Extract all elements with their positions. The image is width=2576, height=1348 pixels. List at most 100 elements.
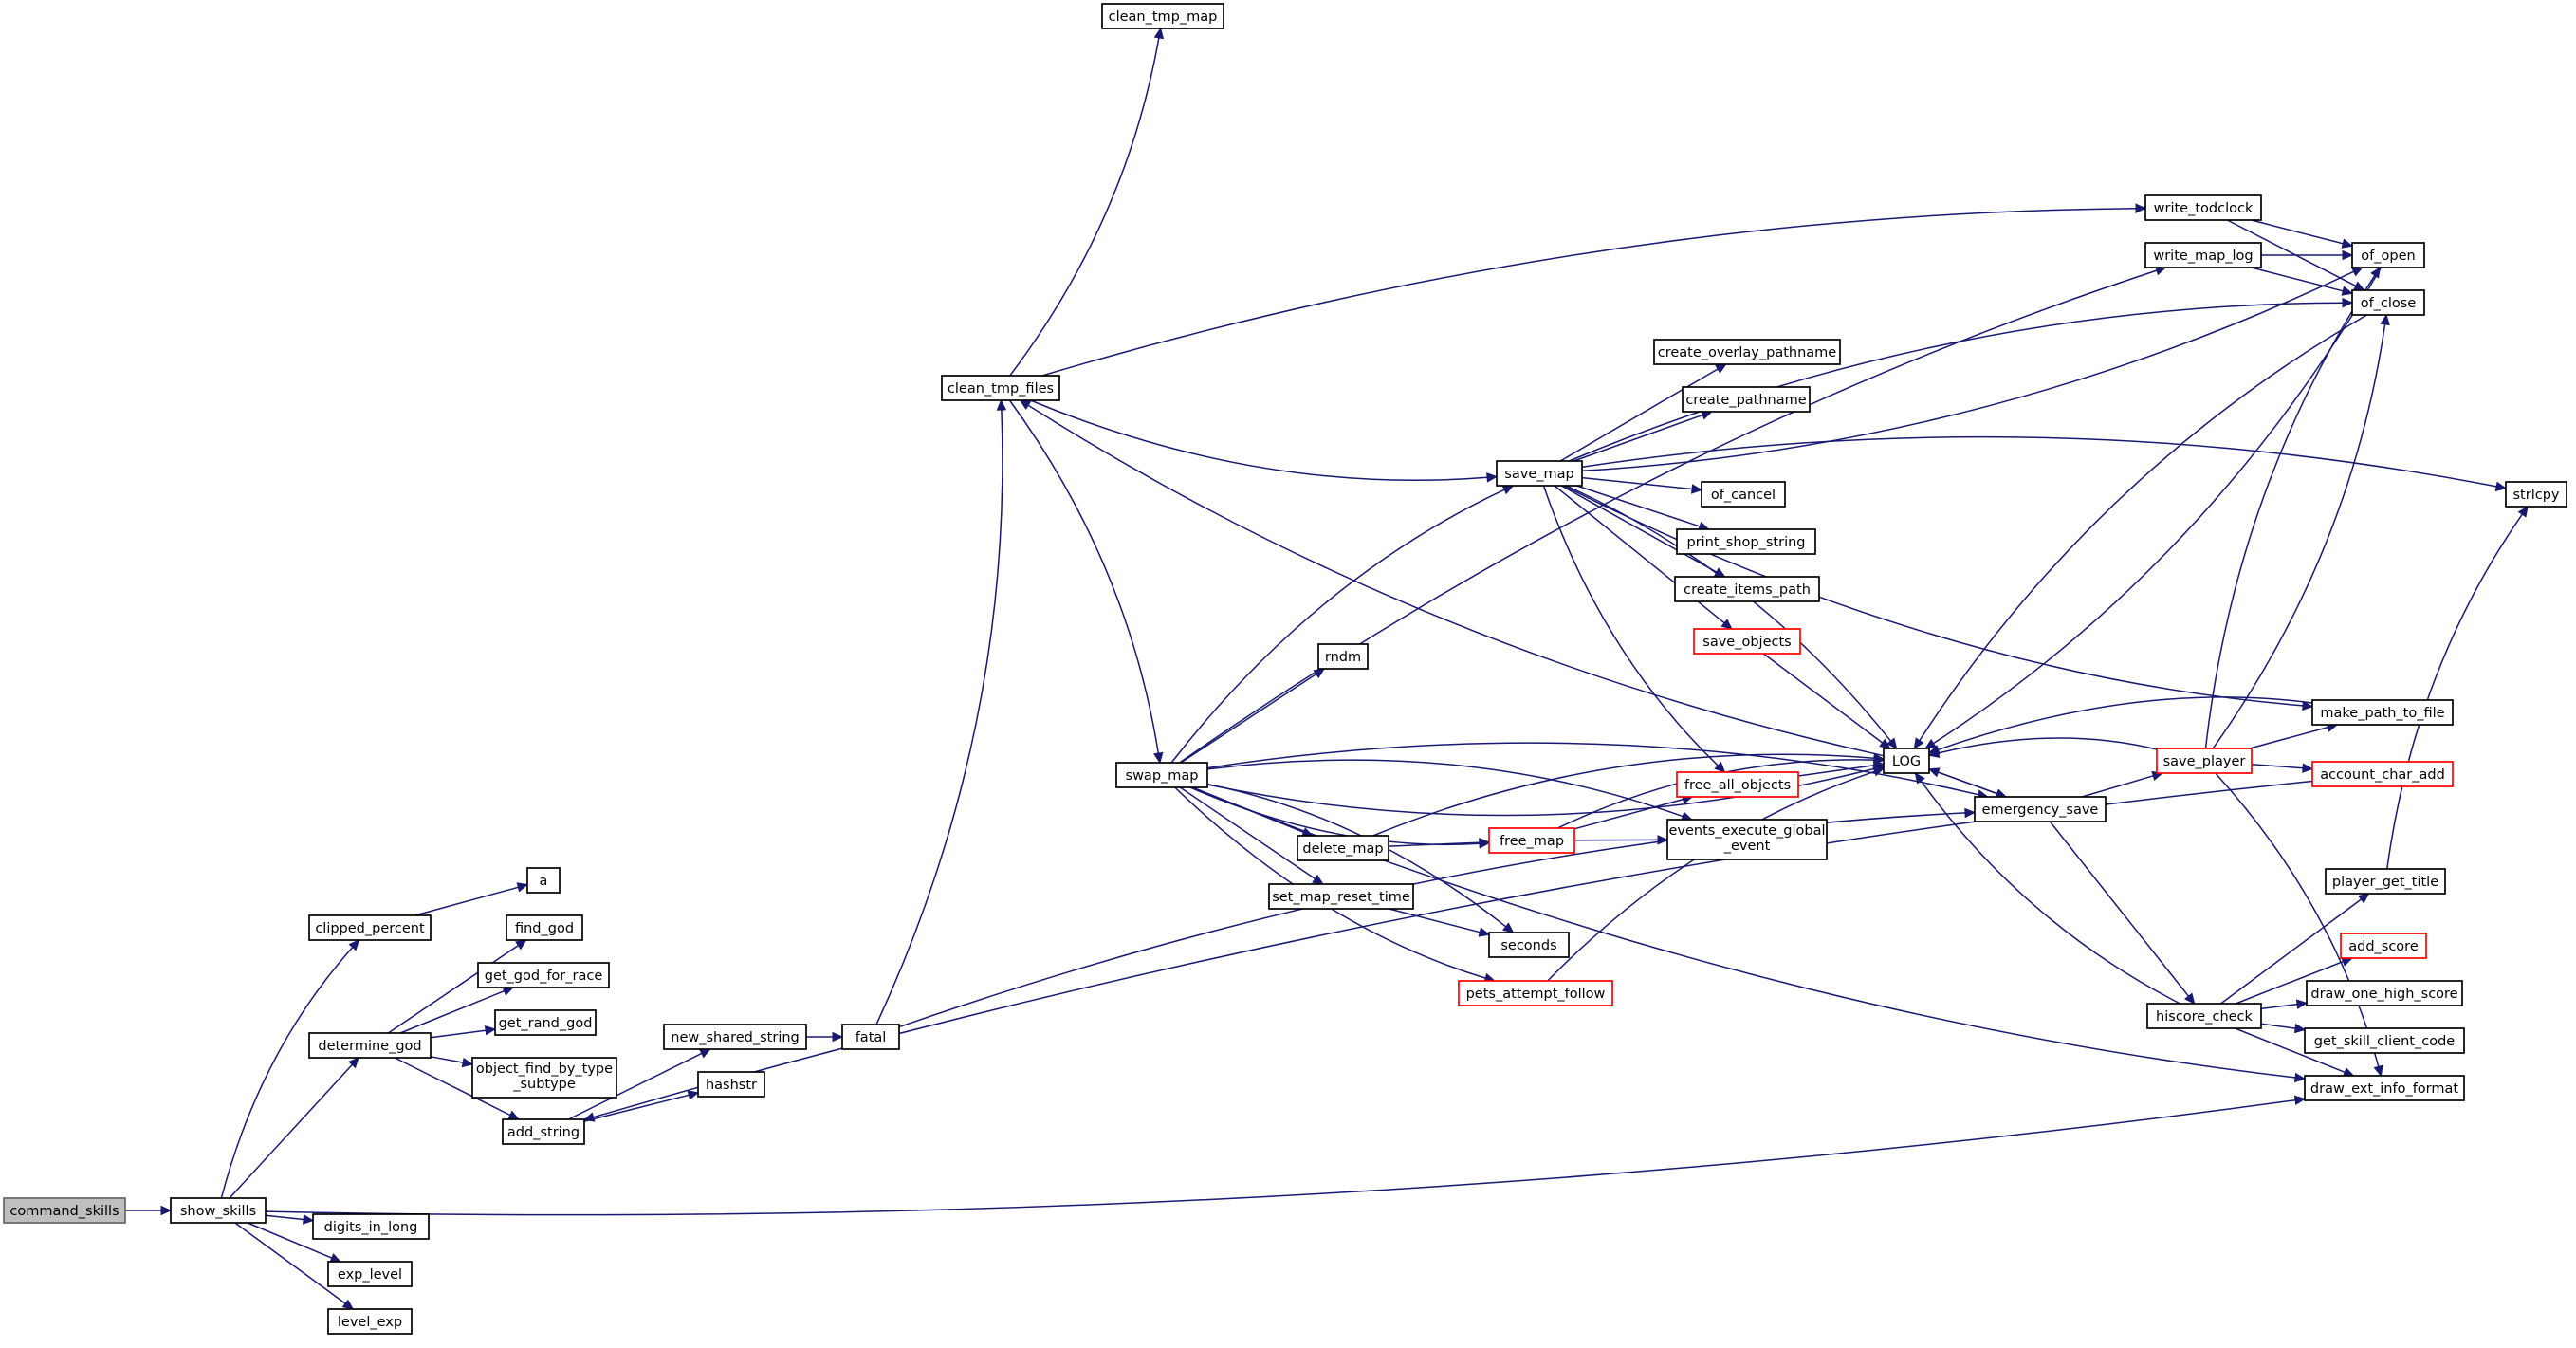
node-events-execute-global-event[interactable]: events_execute_global_event xyxy=(1666,819,1828,860)
node-LOG[interactable]: LOG xyxy=(1883,748,1930,774)
node-label: draw_ext_info_format xyxy=(2310,1081,2458,1097)
node-get-god-for-race[interactable]: get_god_for_race xyxy=(477,962,610,988)
node-draw-one-high-score[interactable]: draw_one_high_score xyxy=(2306,980,2463,1006)
node-clean-tmp-map[interactable]: clean_tmp_map xyxy=(1101,3,1224,29)
node-get-rand-god[interactable]: get_rand_god xyxy=(494,1009,597,1036)
node-digits-in-long[interactable]: digits_in_long xyxy=(312,1213,430,1240)
edge-save_map-to-make_path_to_file xyxy=(1563,485,2314,711)
edge-save_player-to-of_open xyxy=(2204,266,2382,749)
node-save-player[interactable]: save_player xyxy=(2156,748,2253,774)
node-print-shop-string[interactable]: print_shop_string xyxy=(1676,528,1816,555)
node-box xyxy=(1496,460,1583,487)
arrowhead xyxy=(996,398,1007,411)
node-save-objects[interactable]: save_objects xyxy=(1693,628,1801,655)
node-label-line: events_execute_global xyxy=(1668,823,1825,839)
node-write-todclock[interactable]: write_todclock xyxy=(2144,194,2262,221)
edge-make_path_to_file-to-LOG xyxy=(1927,696,2313,755)
node-label: get_rand_god xyxy=(499,1016,593,1031)
node-label: digits_in_long xyxy=(324,1220,418,1235)
node-create-items-path[interactable]: create_items_path xyxy=(1674,576,1820,602)
node-account-char-add[interactable]: account_char_add xyxy=(2311,761,2454,787)
node-label: of_cancel xyxy=(1711,488,1776,503)
node-set-map-reset-time[interactable]: set_map_reset_time xyxy=(1268,883,1414,910)
edge-line xyxy=(1180,673,1317,764)
node-add-string[interactable]: add_string xyxy=(502,1118,585,1145)
node-box xyxy=(477,962,610,988)
node-rndm[interactable]: rndm xyxy=(1317,643,1369,670)
node-of-cancel[interactable]: of_cancel xyxy=(1701,481,1786,508)
node-free-all-objects[interactable]: free_all_objects xyxy=(1676,771,1799,798)
node-show-skills[interactable]: show_skills xyxy=(170,1197,267,1224)
edge-show_skills-to-exp_level xyxy=(247,1222,342,1263)
arrowhead xyxy=(484,1025,497,1036)
edge-hiscore_check-to-LOG xyxy=(1914,772,2180,1005)
node-box xyxy=(1101,3,1224,29)
node-label: of_close xyxy=(2361,296,2417,311)
node-box xyxy=(2304,1075,2465,1101)
node-label: save_objects xyxy=(1702,635,1791,650)
node-new-shared-string[interactable]: new_shared_string xyxy=(663,1024,807,1050)
node-label: add_score xyxy=(2348,939,2419,954)
node-clean-tmp-files[interactable]: clean_tmp_files xyxy=(941,375,1060,401)
arrowhead xyxy=(1502,922,1515,933)
node-label: delete_map xyxy=(1302,841,1383,857)
node-of-close[interactable]: of_close xyxy=(2351,289,2425,316)
node-box xyxy=(1115,762,1208,788)
node-box xyxy=(2505,481,2567,508)
node-add-score[interactable]: add_score xyxy=(2340,933,2427,959)
node-save-map[interactable]: save_map xyxy=(1496,460,1583,487)
node-get-skill-client-code[interactable]: get_skill_client_code xyxy=(2304,1027,2465,1054)
edge-determine_god-to-get_rand_god xyxy=(430,1025,497,1039)
node-strlcpy[interactable]: strlcpy xyxy=(2505,481,2567,508)
node-create-pathname[interactable]: create_pathname xyxy=(1682,386,1811,413)
node-box xyxy=(327,1261,413,1287)
edge-determine_god-to-find_god xyxy=(387,939,527,1034)
edge-line xyxy=(1388,841,1481,847)
node-box xyxy=(2144,194,2262,221)
edge-line xyxy=(399,990,505,1034)
node-emergency-save[interactable]: emergency_save xyxy=(1974,796,2107,822)
node-delete-map[interactable]: delete_map xyxy=(1297,835,1389,861)
node-seconds[interactable]: seconds xyxy=(1488,932,1570,958)
edge-save_player-to-draw_ext_info_format xyxy=(2215,772,2383,1078)
node-player-get-title[interactable]: player_get_title xyxy=(2325,868,2446,895)
node-label: print_shop_string xyxy=(1686,535,1805,550)
node-box xyxy=(2146,1003,2262,1029)
node-box xyxy=(312,1213,430,1240)
node-write-map-log[interactable]: write_map_log xyxy=(2144,242,2262,268)
node-clipped-percent[interactable]: clipped_percent xyxy=(308,914,432,941)
node-make-path-to-file[interactable]: make_path_to_file xyxy=(2311,699,2454,726)
node-label: pets_attempt_follow xyxy=(1466,987,1606,1002)
arrowhead xyxy=(2517,506,2529,518)
node-object-find-by-type-subtype[interactable]: object_find_by_type_subtype xyxy=(471,1057,617,1099)
node-box xyxy=(2311,761,2454,787)
node-draw-ext-info-format[interactable]: draw_ext_info_format xyxy=(2304,1075,2465,1101)
node-box xyxy=(502,1118,585,1145)
node-find-god[interactable]: find_god xyxy=(506,914,583,941)
node-label: save_player xyxy=(2163,754,2246,769)
arrowhead xyxy=(348,1057,359,1069)
node-fatal[interactable]: fatal xyxy=(841,1024,900,1050)
node-hiscore-check[interactable]: hiscore_check xyxy=(2146,1003,2262,1029)
node-of-open[interactable]: of_open xyxy=(2351,242,2425,268)
node-pets-attempt-follow[interactable]: pets_attempt_follow xyxy=(1458,980,1613,1006)
node-command-skills[interactable]: command_skills xyxy=(3,1197,126,1224)
node-determine-god[interactable]: determine_god xyxy=(308,1032,432,1059)
node-box xyxy=(2156,748,2253,774)
arrowhead xyxy=(1657,835,1669,845)
node-box xyxy=(1268,883,1414,910)
arrowhead xyxy=(1153,27,1165,40)
node-free-map[interactable]: free_map xyxy=(1488,827,1575,854)
node-level-exp[interactable]: level_exp xyxy=(327,1308,413,1335)
edge-line xyxy=(229,1063,353,1199)
node-label: show_skills xyxy=(180,1204,256,1219)
node-create-overlay-pathname[interactable]: create_overlay_pathname xyxy=(1653,339,1841,365)
arrowhead xyxy=(582,1112,596,1122)
edge-line xyxy=(2215,772,2380,1067)
node-box xyxy=(2351,242,2425,268)
node-a[interactable]: a xyxy=(526,867,561,894)
edge-line xyxy=(414,886,519,916)
node-swap-map[interactable]: swap_map xyxy=(1115,762,1208,788)
node-exp-level[interactable]: exp_level xyxy=(327,1261,413,1287)
node-hashstr[interactable]: hashstr xyxy=(697,1071,765,1098)
